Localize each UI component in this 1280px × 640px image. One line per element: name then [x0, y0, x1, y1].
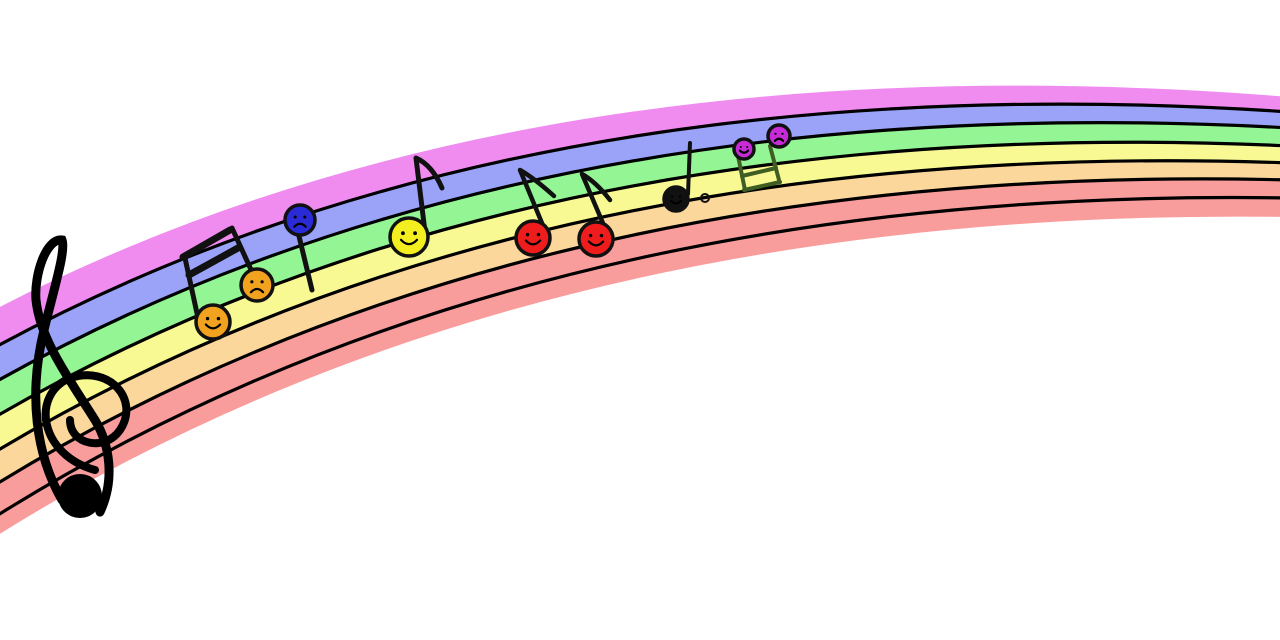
blue-quarter-note [283, 203, 317, 293]
note-eye [216, 316, 221, 321]
staff-line [0, 195, 1280, 516]
note-mouth [738, 149, 750, 154]
note-mouth [669, 199, 683, 205]
note-eye [670, 195, 674, 198]
note-eye [774, 132, 777, 135]
note-head [577, 220, 615, 258]
note-eye [413, 231, 417, 236]
note-head-black [662, 185, 690, 213]
rainbow-band [0, 178, 1280, 534]
note-stem [182, 255, 201, 321]
note-head-purple-2 [766, 123, 792, 149]
music-notes [179, 123, 792, 341]
note-head-red-2 [577, 220, 615, 258]
note-eye [739, 146, 742, 148]
staff-line [0, 140, 1280, 417]
note-head [662, 185, 690, 213]
note-head-red-1 [514, 219, 552, 257]
note-head-orange-smile [194, 303, 232, 341]
note-beam [742, 180, 782, 192]
note-mouth [293, 222, 307, 228]
note-mouth [587, 240, 605, 247]
note-head-purple-1 [732, 137, 756, 161]
note-head [194, 303, 232, 341]
note-head [514, 219, 552, 257]
red-eighth-note [514, 167, 557, 257]
note-mouth [399, 238, 419, 246]
note-eye [303, 215, 307, 219]
note-dot [700, 193, 710, 203]
note-stem [736, 154, 747, 192]
note-stem [579, 171, 613, 231]
note-beam [179, 226, 234, 261]
note-eye [525, 232, 530, 237]
note-stem [413, 155, 445, 235]
yellow-eighth-note [388, 155, 445, 258]
black-dotted-note [662, 141, 710, 213]
note-eye [536, 232, 541, 237]
staff-line [0, 102, 1280, 347]
note-mouth [249, 287, 265, 294]
purple-beamed-notes [732, 123, 792, 192]
note-beam [185, 244, 242, 279]
note-head-orange-frown [239, 267, 275, 303]
rainbow-band [0, 160, 1280, 482]
note-eye [205, 316, 210, 321]
note-eye [260, 280, 264, 284]
note-head [239, 267, 275, 303]
treble-clef-stroke [31, 235, 114, 517]
note-beam [740, 166, 778, 178]
note-eye [599, 233, 604, 238]
note-mouth [524, 239, 542, 246]
note-eye [588, 233, 593, 238]
staff-line [0, 159, 1280, 451]
staff-line [0, 121, 1280, 382]
note-mouth [204, 323, 222, 330]
note-eye [401, 231, 405, 236]
treble-clef-icon [31, 235, 131, 518]
note-head [388, 216, 430, 258]
note-stem [295, 229, 315, 293]
rainbow-staff-bands [0, 85, 1280, 534]
note-mouth [773, 137, 785, 143]
note-stem [686, 141, 692, 196]
note-eye [250, 280, 254, 284]
note-head [766, 123, 792, 149]
beamed-eighth-notes [179, 225, 275, 341]
note-eye [781, 132, 784, 135]
note-head-blue [283, 203, 317, 237]
note-stem [517, 167, 557, 231]
note-head-yellow [388, 216, 430, 258]
note-stem [768, 144, 781, 182]
note-head [283, 203, 317, 237]
treble-clef-loop [41, 371, 131, 474]
note-eye [293, 215, 297, 219]
note-eye [746, 146, 749, 148]
note-head [732, 137, 756, 161]
note-eye [678, 195, 682, 198]
treble-clef-ball [58, 474, 102, 518]
red-eighth-note [577, 171, 615, 258]
